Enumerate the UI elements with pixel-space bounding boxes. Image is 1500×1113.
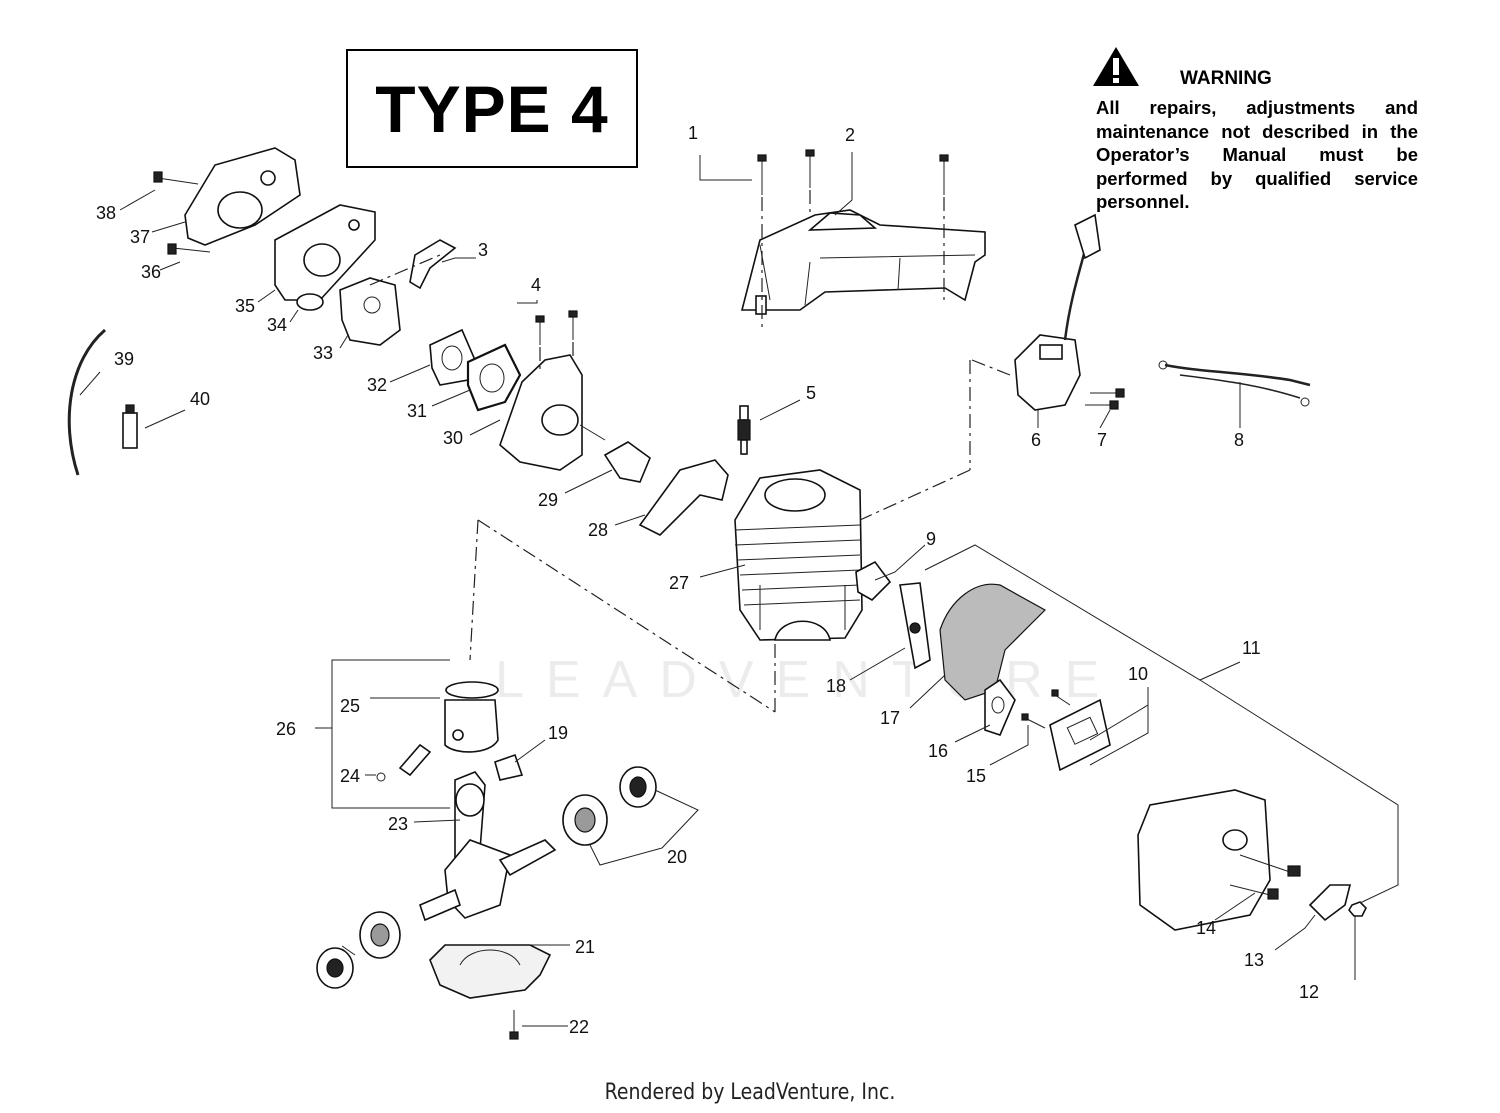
callout-6: 6 [1031, 430, 1041, 450]
crankcase-screw-part [509, 1010, 519, 1040]
assembly-lines [369, 254, 1011, 713]
crankcase-part [429, 944, 552, 999]
callout-24: 24 [340, 766, 360, 786]
ignition-coil-part [1014, 213, 1125, 411]
piston-part [376, 681, 524, 782]
gaskets-part [429, 328, 522, 412]
callout-36: 36 [141, 262, 161, 282]
callout-38: 38 [96, 203, 116, 223]
callout-20: 20 [667, 847, 687, 867]
callout-25: 25 [340, 696, 360, 716]
carburetor-part [296, 239, 457, 346]
fuel-line-part [67, 328, 138, 476]
callout-33: 33 [313, 343, 333, 363]
callout-30: 30 [443, 428, 463, 448]
air-filter-housing-part [153, 147, 376, 301]
callout-2: 2 [845, 125, 855, 145]
callout-12: 12 [1299, 982, 1319, 1002]
intake-adapter-part [499, 310, 606, 471]
callout-22: 22 [569, 1017, 589, 1037]
callout-9: 9 [926, 529, 936, 549]
callout-15: 15 [966, 766, 986, 786]
warning-triangle-icon [1093, 47, 1139, 86]
warning-title: WARNING [1180, 68, 1272, 89]
callout-labels: 1 2 3 4 5 6 7 8 9 10 11 12 13 14 15 16 1… [96, 123, 1319, 1037]
cover-screws-part [757, 149, 949, 330]
callout-21: 21 [575, 937, 595, 957]
callout-13: 13 [1244, 950, 1264, 970]
callout-40: 40 [190, 389, 210, 409]
callout-17: 17 [880, 708, 900, 728]
callout-23: 23 [388, 814, 408, 834]
muffler-gasket-part [984, 678, 1016, 736]
callout-8: 8 [1234, 430, 1244, 450]
heat-shield-part [899, 582, 1046, 701]
callout-18: 18 [826, 676, 846, 696]
intake-ring-part [855, 560, 892, 601]
callout-31: 31 [407, 401, 427, 421]
muffler-cover-plate-part [1308, 884, 1367, 922]
callout-19: 19 [548, 723, 568, 743]
callout-10: 10 [1128, 664, 1148, 684]
lower-bearings-part [316, 911, 401, 989]
callout-37: 37 [130, 227, 150, 247]
baffle-plate-part [1021, 689, 1111, 772]
callout-7: 7 [1097, 430, 1107, 450]
callout-4: 4 [531, 275, 541, 295]
type-label-box: TYPE 4 [346, 49, 638, 168]
warning-body: All repairs, adjustments and maintenance… [1096, 97, 1418, 212]
muffler-part [1137, 789, 1301, 931]
top-cover-part [740, 209, 986, 315]
callout-27: 27 [669, 573, 689, 593]
crankshaft-part [419, 771, 557, 922]
callout-5: 5 [806, 383, 816, 403]
callout-26: 26 [276, 719, 296, 739]
leader-lines [79, 152, 1399, 1027]
cylinder-part [734, 469, 863, 641]
callout-1: 1 [688, 123, 698, 143]
spark-plug-part [737, 405, 751, 455]
type-label: TYPE 4 [375, 71, 609, 146]
callout-34: 34 [267, 315, 287, 335]
callout-32: 32 [367, 375, 387, 395]
callout-11: 11 [1242, 638, 1261, 658]
callout-3: 3 [478, 240, 488, 260]
callout-28: 28 [588, 520, 608, 540]
callout-39: 39 [114, 349, 134, 369]
crank-bearings-part [562, 766, 657, 846]
callout-35: 35 [235, 296, 255, 316]
callout-29: 29 [538, 490, 558, 510]
footer-credit: Rendered by LeadVenture, Inc. [604, 1080, 896, 1105]
wire-lead-part [1158, 360, 1311, 407]
callout-14: 14 [1196, 918, 1216, 938]
intake-boot-part [603, 441, 729, 536]
callout-16: 16 [928, 741, 948, 761]
